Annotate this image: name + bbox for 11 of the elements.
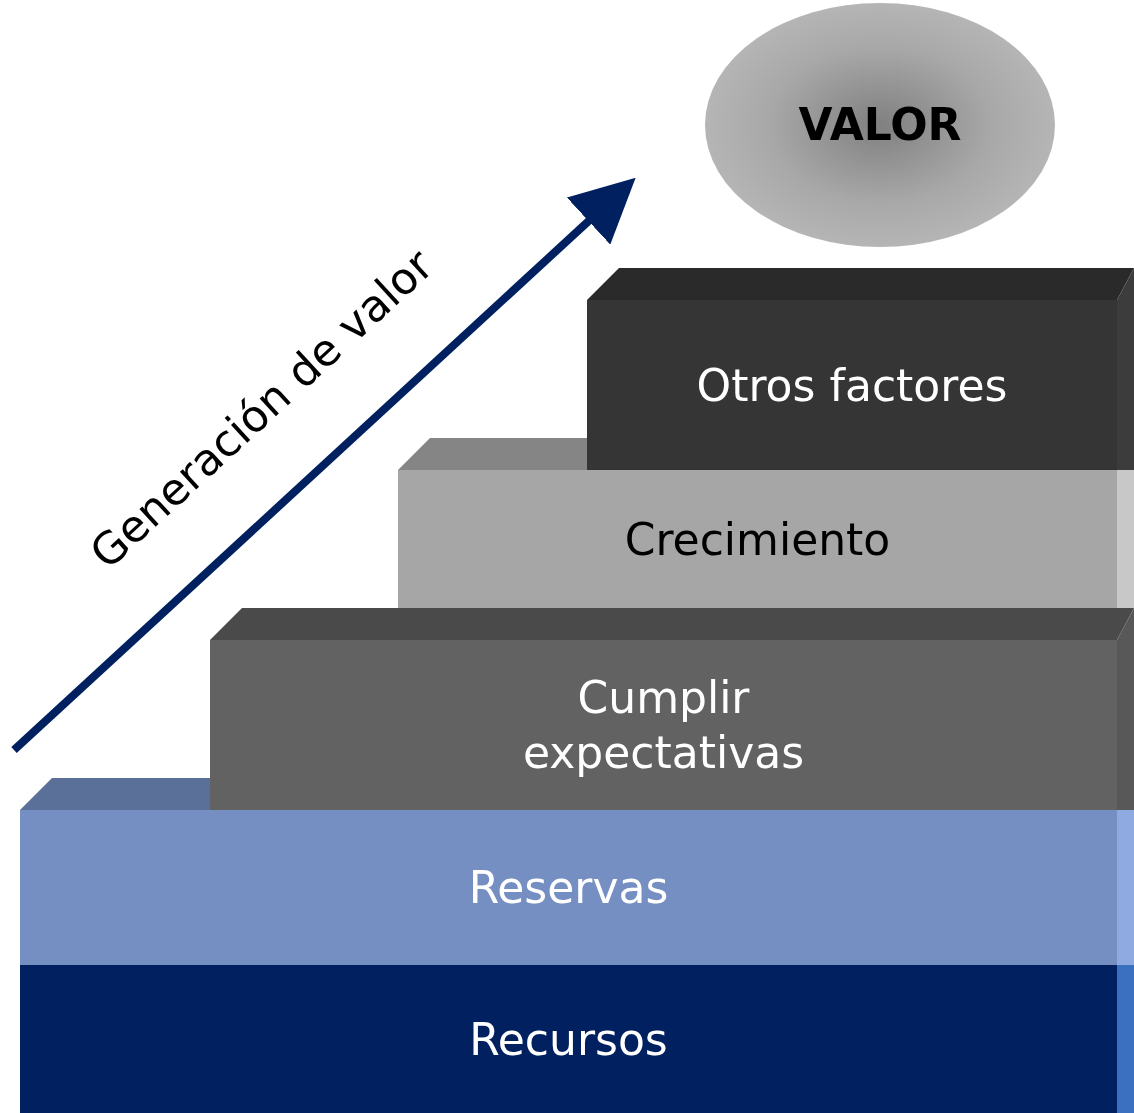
block-label: Recursos — [469, 1012, 668, 1067]
ellipse-label: VALOR — [798, 98, 962, 152]
step-block — [398, 470, 1117, 608]
step-block — [20, 810, 1117, 965]
block-label: Crecimiento — [624, 512, 891, 567]
block-label: Reservas — [468, 861, 669, 915]
step-block — [20, 965, 1117, 1113]
step-block — [210, 640, 1117, 810]
step-block — [587, 300, 1117, 470]
block-label: Cumplir expectativas — [521, 671, 806, 780]
block-label: Otros factores — [696, 358, 1008, 413]
